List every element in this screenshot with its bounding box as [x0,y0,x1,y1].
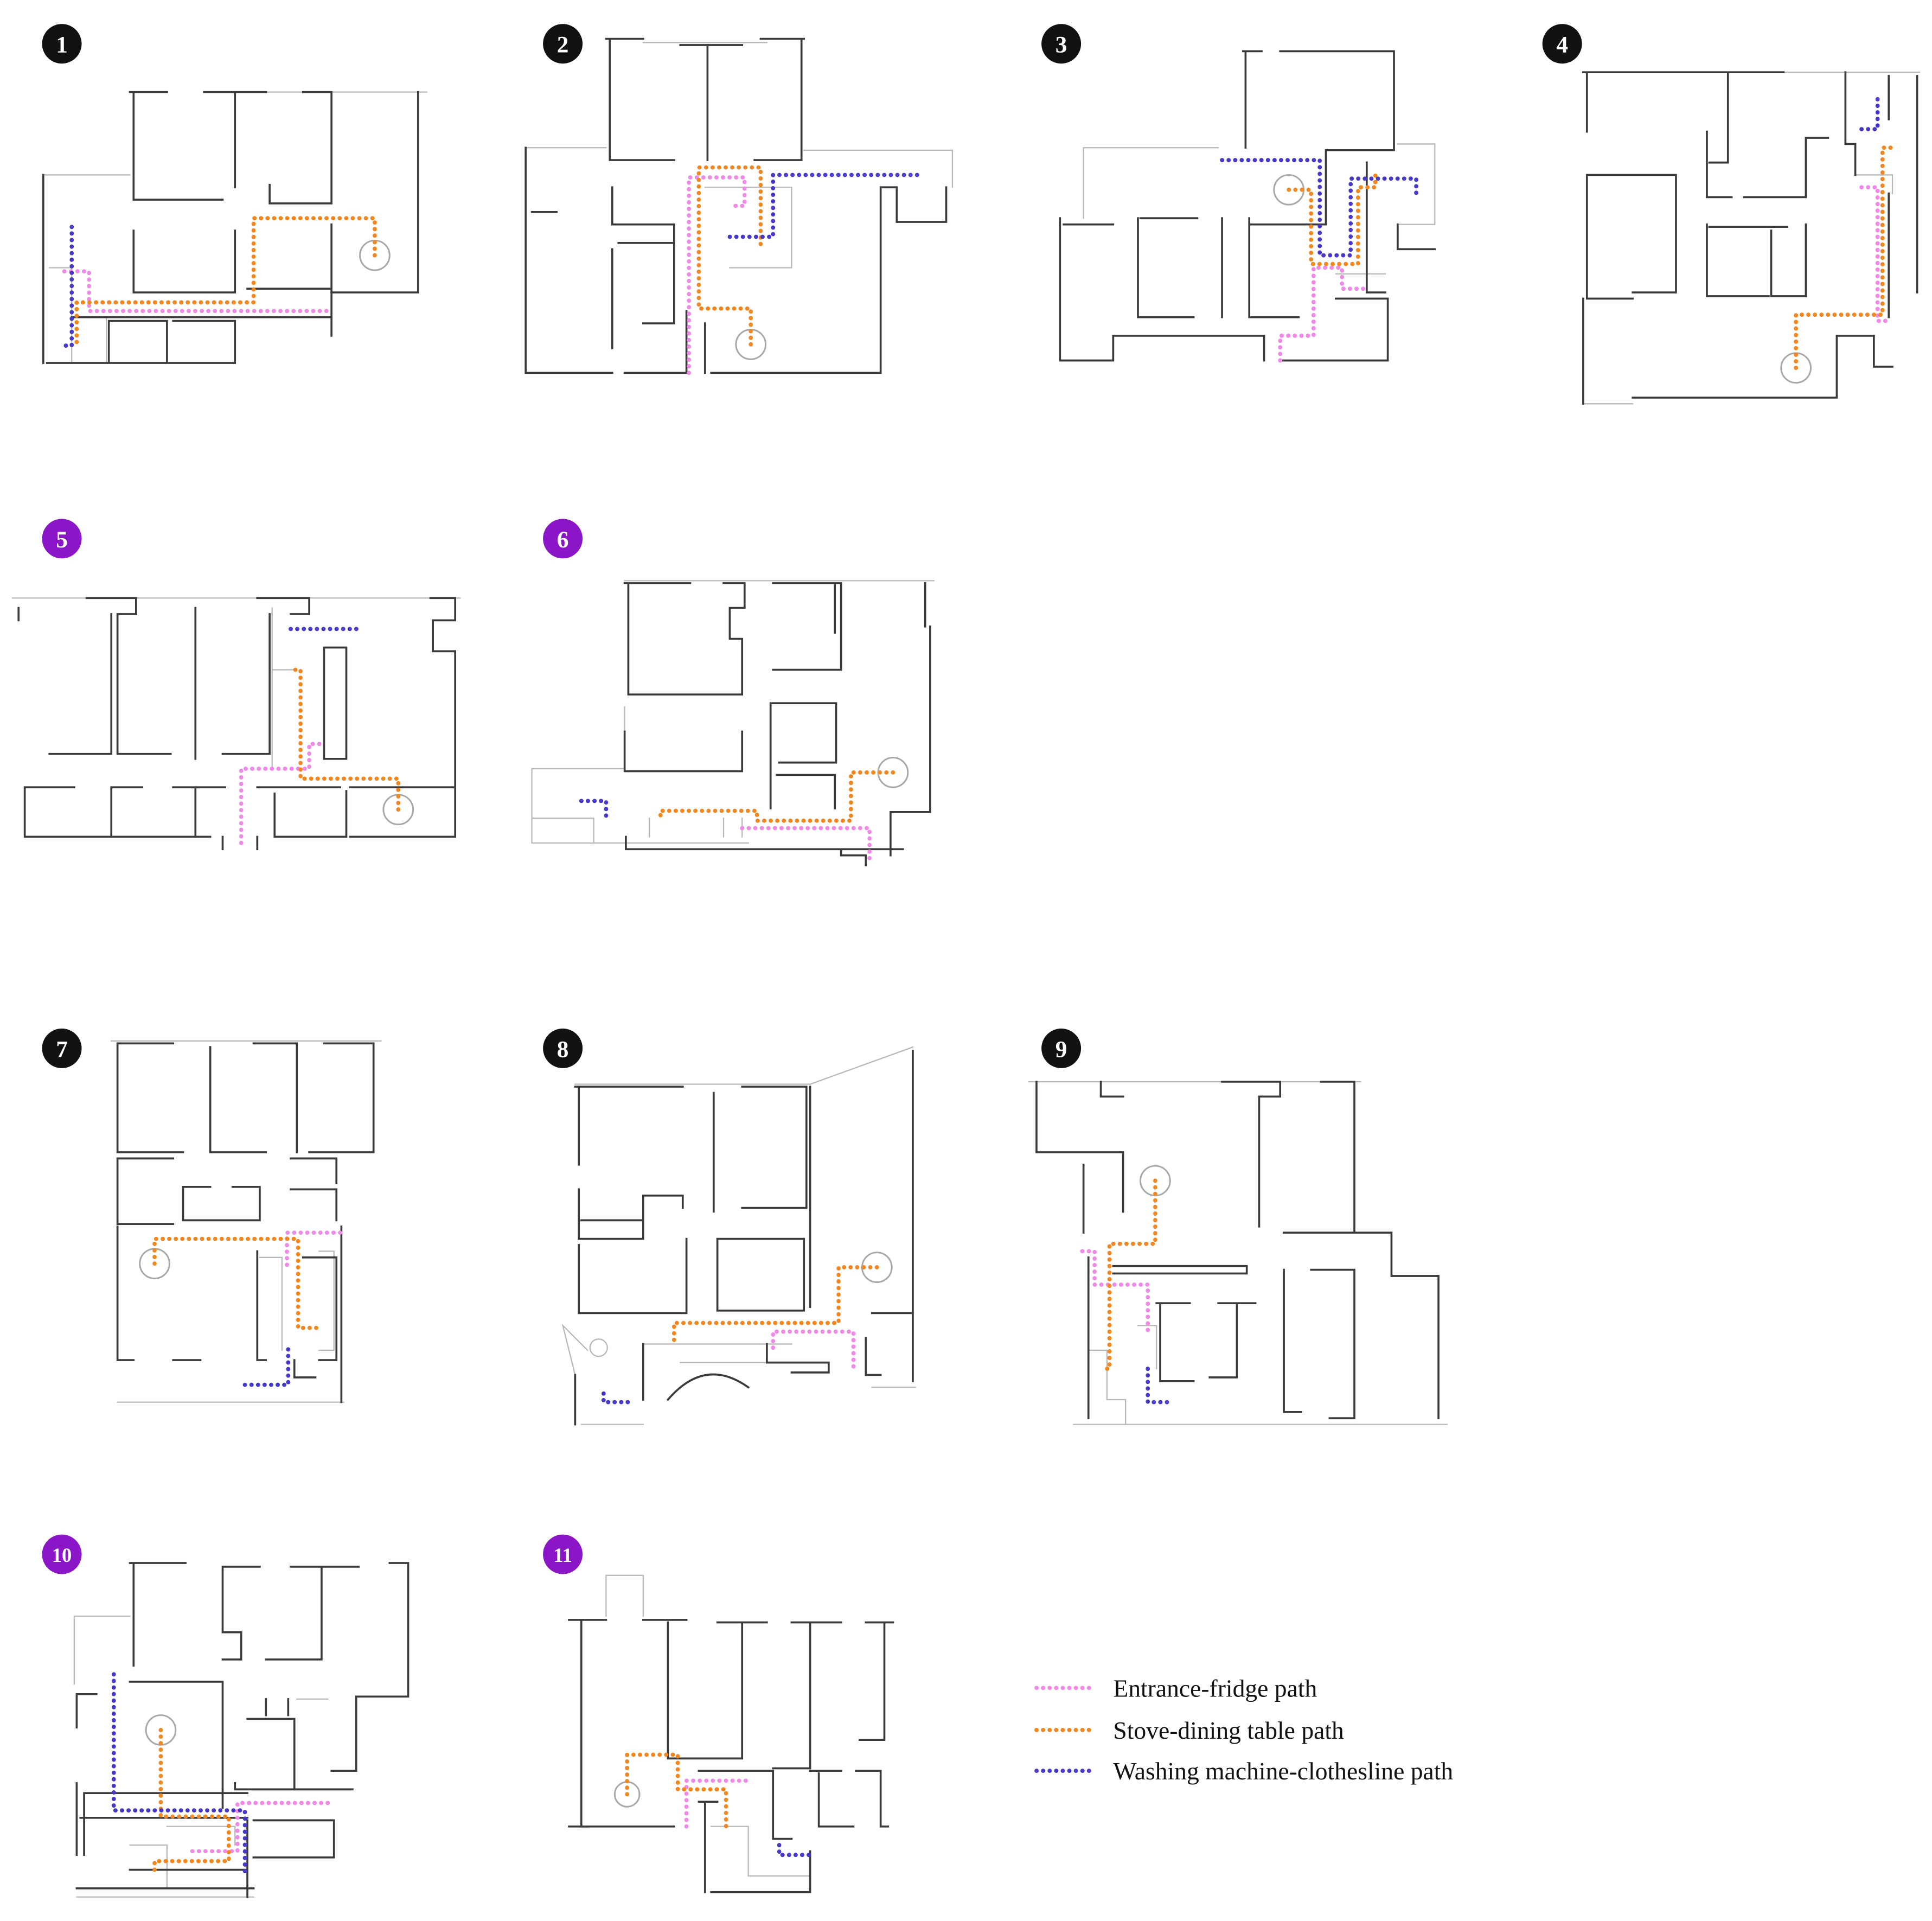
plan-3-outline [1083,143,1436,275]
plan-10-outline [73,1615,329,1898]
plan-number-8: 8 [557,1036,569,1062]
plan-1-stove-dining-path [74,216,377,350]
plan-6-stove-dining-path [658,770,895,823]
plan-2-washing-clothesline-path [727,173,924,239]
plan-8-entrance-fridge-path [771,1329,856,1371]
plan-3-entrance-fridge-path [1278,265,1369,363]
plan-6-entrance-fridge-path [740,826,872,866]
floor-plan-4 [1582,71,1921,405]
plan-10-entrance-fridge-path [189,1801,330,1854]
plan-8-washing-clothesline-path [601,1391,631,1405]
plan-badge-11: 11 [543,1534,583,1574]
plan-11-stove-dining-path [625,1752,728,1831]
plan-7-walls [116,1042,375,1403]
plan-7-outline [111,1040,382,1403]
plan-2-walls [524,37,948,374]
plan-10-stove-dining-path [152,1728,231,1875]
plan-5-walls [17,597,457,851]
plan-1-washing-clothesline-path [60,225,74,348]
plan-badge-2: 2 [543,24,583,64]
plan-number-11: 11 [553,1544,572,1566]
plan-badge-4: 4 [1542,24,1582,64]
plan-number-1: 1 [56,32,68,58]
floor-plan-2 [524,37,954,375]
plan-2-stove-dining-path [696,165,763,347]
plan-badge-1: 1 [42,24,82,64]
plan-7-stove-dining-path [152,1236,322,1330]
plan-7-washing-clothesline-path [242,1343,291,1387]
plan-number-4: 4 [1556,32,1568,58]
floor-plan-11 [568,1574,894,1893]
plan-badge-6: 6 [543,519,583,559]
legend-item-stove-dining: Stove-dining table path [1034,1716,1344,1744]
plan-badge-7: 7 [42,1028,82,1068]
plan-number-10: 10 [52,1544,72,1566]
plan-6-outline [531,580,935,844]
plan-8-walls [574,1050,914,1426]
plan-10-washing-clothesline-path [111,1672,247,1875]
floor-plan-9 [1028,1081,1448,1425]
plan-2-outline [525,42,954,269]
plan-4-outline [1582,72,1921,405]
plan-11-outline [605,1574,811,1877]
plan-3-washing-clothesline-path [1220,158,1418,258]
plan-6-washing-clothesline-path [579,799,609,823]
plan-1-entrance-fridge-path [62,269,330,314]
plan-3-stove-dining-path [1287,170,1378,266]
plan-number-5: 5 [56,527,68,553]
plan-9-entrance-fridge-path [1080,1249,1150,1334]
plan-4-washing-clothesline-path [1859,96,1880,131]
plan-3-walls [1059,50,1436,362]
plan-badge-10: 10 [42,1534,82,1574]
plan-11-washing-clothesline-path [777,1843,813,1858]
legend-item-washing-clothesline: Washing machine-clothesline path [1034,1757,1453,1785]
plan-9-washing-clothesline-path [1146,1367,1171,1405]
legend-label-stove-dining: Stove-dining table path [1113,1716,1344,1744]
plan-badge-3: 3 [1041,24,1082,64]
legend-item-entrance-fridge: Entrance-fridge path [1034,1674,1317,1702]
plan-4-stove-dining-path [1794,145,1895,371]
plan-5-entrance-fridge-path [239,742,327,845]
legend-label-washing-clothesline: Washing machine-clothesline path [1113,1757,1453,1785]
plan-badge-8: 8 [543,1028,583,1068]
plan-11-walls [568,1619,894,1893]
plan-9-stove-dining-path [1098,1178,1157,1371]
plan-number-6: 6 [557,527,569,553]
floor-plan-3 [1059,50,1436,363]
plan-5-outline [11,597,461,770]
plan-8-outline [561,1046,916,1425]
plan-5-stove-dining-path [289,667,401,812]
plan-number-3: 3 [1055,32,1067,58]
plan-badges: 1 2 3 4 5 6 7 8 9 10 11 [42,24,1582,1574]
floor-plan-10 [73,1562,410,1898]
plan-6-walls [623,582,931,866]
floor-plan-5 [11,597,461,851]
plan-7-entrance-fridge-path [285,1230,342,1268]
plan-10-walls [75,1562,410,1898]
floor-plan-8 [561,1046,916,1426]
floor-plan-7 [111,1040,382,1403]
plan-11-entrance-fridge-path [684,1778,754,1829]
plan-4-walls [1582,71,1918,405]
legend-label-entrance-fridge: Entrance-fridge path [1113,1674,1317,1702]
floor-plan-1 [42,91,427,364]
plan-4-entrance-fridge-path [1859,185,1892,323]
path-legend: Entrance-fridge path Stove-dining table … [1034,1674,1453,1785]
plan-number-9: 9 [1055,1036,1067,1062]
plan-number-7: 7 [56,1036,68,1062]
plan-number-2: 2 [557,32,569,58]
plan-2-entrance-fridge-path [687,175,747,375]
plan-9-walls [1035,1081,1440,1420]
plan-1-walls [42,91,419,364]
plan-9-outline [1028,1081,1448,1425]
plan-badge-5: 5 [42,519,82,559]
plan-badge-9: 9 [1041,1028,1082,1068]
floor-plan-6 [531,580,935,866]
plan-8-stove-dining-path [671,1265,879,1346]
